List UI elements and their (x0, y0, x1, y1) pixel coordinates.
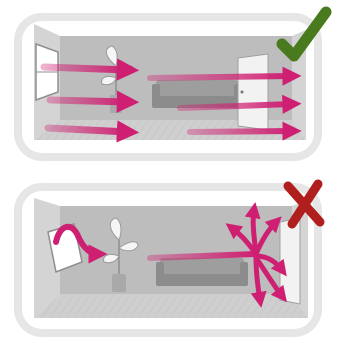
airflow-arrow (190, 131, 292, 132)
airflow-arrow (44, 67, 128, 70)
airflow-arrow (50, 100, 128, 102)
airflow-arrow (150, 254, 256, 258)
floor (34, 294, 308, 318)
airflow-arrow (150, 76, 292, 78)
panel-good (18, 12, 326, 157)
airflow-arrow (180, 104, 292, 108)
panel-bad (18, 184, 320, 333)
door (280, 218, 300, 304)
airflow-arrow (48, 128, 128, 132)
sofa (156, 258, 248, 286)
